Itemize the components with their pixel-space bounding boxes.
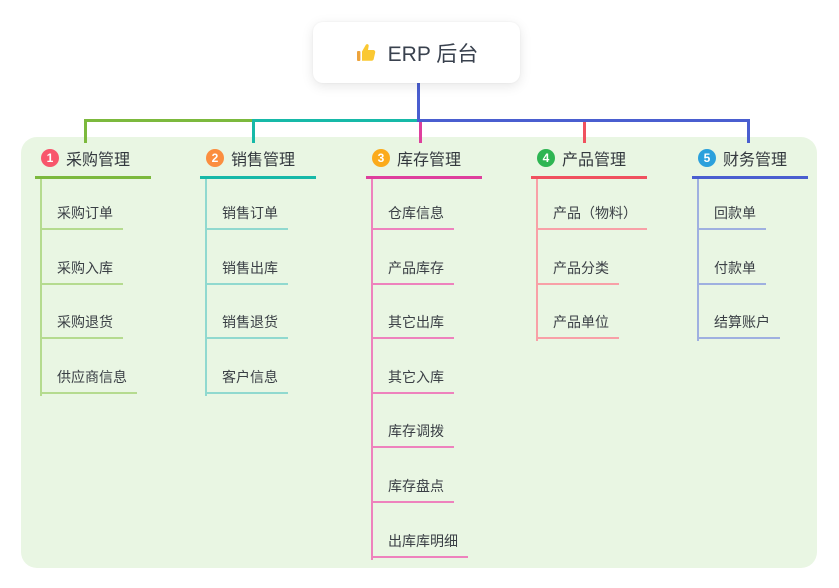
branches-panel (21, 137, 817, 568)
branch-3-drop-line (419, 122, 422, 143)
branch-5-child-node[interactable]: 付款单 (697, 260, 766, 285)
root-stem-line (417, 83, 420, 119)
branch-5-children-line (697, 179, 699, 341)
branch-4-child-node[interactable]: 产品（物料） (536, 205, 647, 230)
branch-3-label: 库存管理 (397, 152, 462, 169)
branch-2-drop-line (252, 119, 255, 143)
branch-3-header[interactable]: 3 库存管理 (366, 147, 482, 179)
branch-5-child-node[interactable]: 回款单 (697, 205, 766, 230)
branch-4-child-node[interactable]: 产品分类 (536, 260, 619, 285)
branch-3-child-node[interactable]: 产品库存 (371, 260, 454, 285)
branch-4-drop-line (583, 122, 586, 143)
branch-1-child-node[interactable]: 供应商信息 (40, 369, 137, 394)
branch-2-children-line (205, 179, 207, 396)
branch-5-label: 财务管理 (723, 152, 788, 169)
branch-4-child-node[interactable]: 产品单位 (536, 314, 619, 339)
branch-1-child-node[interactable]: 采购入库 (40, 260, 123, 285)
branch-3-children-line (371, 179, 373, 560)
branch-5-child-node[interactable]: 结算账户 (697, 314, 780, 339)
branch-1-child-node[interactable]: 采购退货 (40, 314, 123, 339)
root-title: ERP 后台 (387, 42, 479, 66)
branch-2-child-node[interactable]: 销售出库 (205, 260, 288, 285)
branch-1-children-line (40, 179, 42, 396)
branch-5-header[interactable]: 5 财务管理 (692, 147, 808, 179)
branch-5-drop-line (747, 119, 750, 143)
branch-3-child-node[interactable]: 出库库明细 (371, 533, 468, 558)
branch-3-child-node[interactable]: 库存调拨 (371, 423, 454, 448)
branch-1-child-node[interactable]: 采购订单 (40, 205, 123, 230)
branch-3-child-node[interactable]: 其它入库 (371, 369, 454, 394)
thumbs-up-icon (355, 41, 379, 65)
branch-1-number-badge: 1 (41, 149, 59, 167)
bus-line-right (417, 119, 750, 122)
branch-5-number-badge: 5 (698, 149, 716, 167)
branch-3-number-badge: 3 (372, 149, 390, 167)
branch-3-child-node[interactable]: 其它出库 (371, 314, 454, 339)
branch-3-child-node[interactable]: 库存盘点 (371, 478, 454, 503)
branch-1-drop-line (84, 119, 87, 143)
branch-4-number-badge: 4 (537, 149, 555, 167)
branch-1-header[interactable]: 1 采购管理 (35, 147, 151, 179)
branch-4-label: 产品管理 (562, 152, 627, 169)
branch-2-number-badge: 2 (206, 149, 224, 167)
branch-4-children-line (536, 179, 538, 341)
branch-1-label: 采购管理 (66, 152, 131, 169)
branch-4-header[interactable]: 4 产品管理 (531, 147, 647, 179)
branch-2-child-node[interactable]: 销售订单 (205, 205, 288, 230)
branch-2-child-node[interactable]: 客户信息 (205, 369, 288, 394)
bus-line-mid (252, 119, 418, 122)
branch-3-child-node[interactable]: 仓库信息 (371, 205, 454, 230)
root-node-erp[interactable]: ERP 后台 (313, 22, 520, 83)
branch-2-label: 销售管理 (231, 152, 296, 169)
branch-2-header[interactable]: 2 销售管理 (200, 147, 316, 179)
branch-2-child-node[interactable]: 销售退货 (205, 314, 288, 339)
bus-line-left (84, 119, 252, 122)
